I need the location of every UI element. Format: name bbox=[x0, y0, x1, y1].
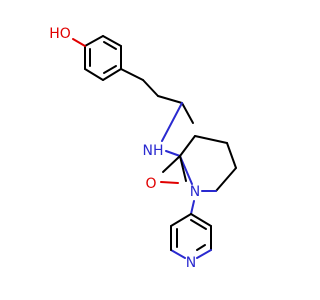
carbonyl-bond bbox=[162, 155, 181, 173]
methyl-bond bbox=[181, 102, 194, 124]
carbonyl-double-bond bbox=[160, 181, 179, 184]
bond bbox=[157, 95, 183, 104]
bond bbox=[84, 68, 104, 81]
bond bbox=[190, 213, 212, 227]
bond bbox=[196, 249, 212, 259]
structure-canvas: HO NH O N bbox=[49, 26, 237, 271]
bond bbox=[179, 155, 187, 182]
bond bbox=[170, 213, 192, 227]
molecule-diagram: HO NH O N bbox=[49, 26, 237, 271]
alkyl-chain bbox=[120, 68, 194, 142]
bond bbox=[84, 35, 104, 47]
double-bond bbox=[190, 219, 207, 230]
bond bbox=[194, 135, 228, 144]
bond bbox=[120, 68, 144, 81]
amine-label: NH bbox=[143, 143, 164, 159]
bond-to-pyridine bbox=[190, 200, 195, 215]
bond bbox=[165, 150, 181, 157]
bond-to-hydroxyl bbox=[72, 38, 86, 47]
double-bond bbox=[196, 244, 206, 251]
hydroxyl-label: HO bbox=[49, 26, 71, 42]
bond bbox=[142, 79, 159, 97]
pyridine-nitrogen-label: N bbox=[186, 255, 196, 271]
bond bbox=[226, 142, 237, 169]
pyridine-ring bbox=[170, 213, 212, 259]
bond bbox=[215, 167, 237, 192]
phenol-ring bbox=[84, 35, 122, 81]
bond bbox=[102, 35, 122, 47]
lactam-nitrogen-label: N bbox=[190, 184, 200, 200]
carbonyl-oxygen-label: O bbox=[145, 176, 156, 192]
bond-to-amine bbox=[161, 102, 183, 142]
bond bbox=[170, 249, 186, 259]
bond bbox=[179, 135, 196, 157]
double-bond bbox=[103, 65, 117, 74]
double-bond bbox=[103, 41, 117, 50]
piperidinone-ring bbox=[165, 135, 237, 192]
bond bbox=[102, 68, 122, 81]
